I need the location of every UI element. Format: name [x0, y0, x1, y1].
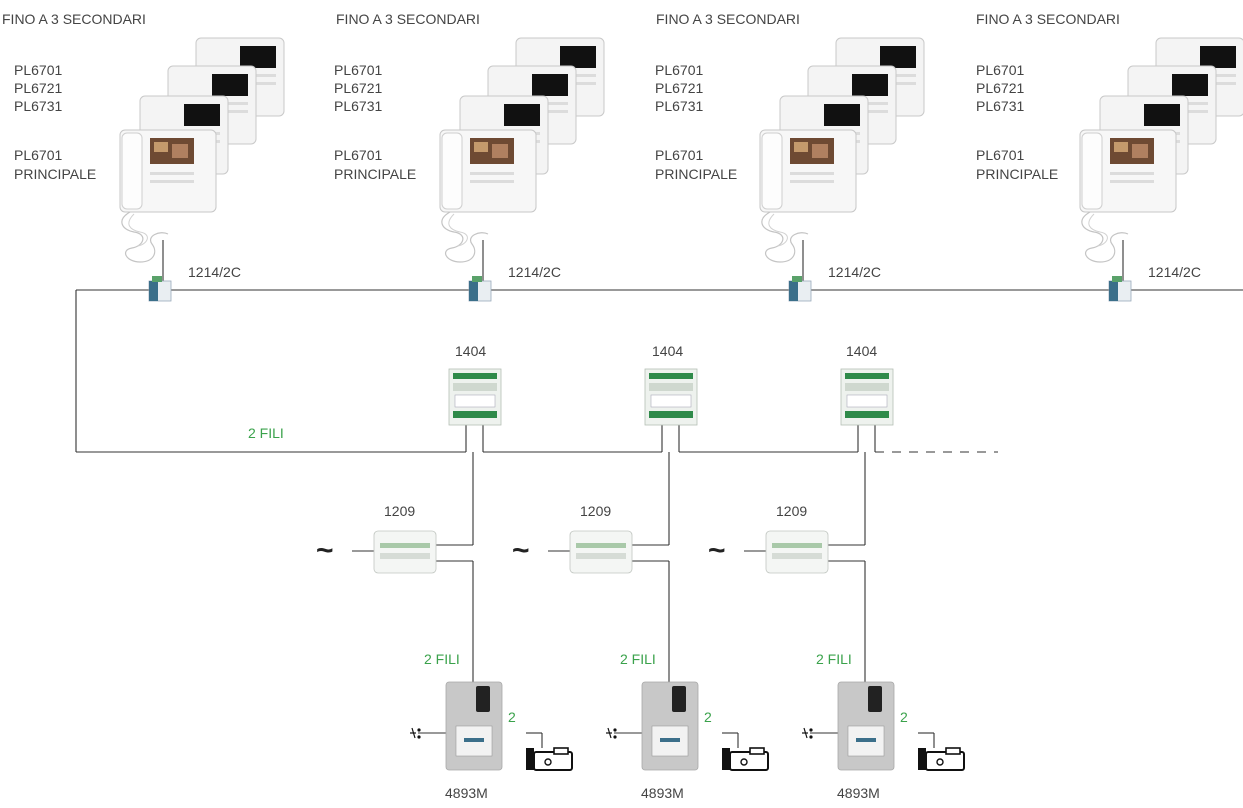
group-heading: FINO A 3 SECONDARI: [976, 11, 1120, 27]
panel-label: 4893M: [641, 785, 684, 801]
entrance-branch: 1404 1209 ~ 2 FILI 2 4893M: [316, 343, 573, 801]
main-role: PRINCIPALE: [976, 166, 1058, 182]
distributor-label: 1214/2C: [1148, 264, 1201, 280]
lock-wire-count: 2: [508, 709, 516, 725]
secondary-model: PL6731: [976, 98, 1024, 114]
panel-label: 4893M: [445, 785, 488, 801]
main-model: PL6701: [334, 147, 382, 163]
secondary-model: PL6721: [334, 80, 382, 96]
power-supply-icon: [765, 530, 829, 574]
secondary-model: PL6701: [334, 62, 382, 78]
entrance-panel-icon: [641, 681, 699, 771]
main-monitor-icon: [439, 129, 537, 263]
distributor-icon: [468, 275, 492, 302]
group-heading: FINO A 3 SECONDARI: [2, 11, 146, 27]
switcher-icon: [448, 368, 502, 426]
wiring: [75, 240, 1243, 748]
door-lock-icon: [525, 747, 573, 771]
distributor-icon: [788, 275, 812, 302]
mains-icon: ~: [512, 534, 530, 567]
main-model: PL6701: [14, 147, 62, 163]
distributor-label: 1214/2C: [508, 264, 561, 280]
monitor-group: FINO A 3 SECONDARI PL6701 PL6721 PL6731 …: [334, 11, 605, 302]
entrance-panel-icon: [837, 681, 895, 771]
entrance-panel-icon: [445, 681, 503, 771]
power-supply-label: 1209: [384, 503, 415, 519]
power-supply-label: 1209: [580, 503, 611, 519]
main-model: PL6701: [655, 147, 703, 163]
main-role: PRINCIPALE: [14, 166, 96, 182]
secondary-model: PL6721: [976, 80, 1024, 96]
riser-wiring-label: 2 FILI: [424, 651, 460, 667]
distributor-icon: [148, 275, 172, 302]
mains-icon: ~: [708, 534, 726, 567]
monitor-group: FINO A 3 SECONDARI PL6701 PL6721 PL6731 …: [655, 11, 925, 302]
monitor-group: FINO A 3 SECONDARI PL6701 PL6721 PL6731 …: [2, 11, 285, 302]
main-monitor-icon: [759, 129, 857, 263]
power-supply-label: 1209: [776, 503, 807, 519]
switcher-label: 1404: [455, 343, 486, 359]
riser-wiring-label: 2 FILI: [816, 651, 852, 667]
distributor-icon: [1108, 275, 1132, 302]
distributor-label: 1214/2C: [188, 264, 241, 280]
monitor-group: FINO A 3 SECONDARI PL6701 PL6721 PL6731 …: [976, 11, 1243, 302]
entrance-branch: 1404 1209 ~ 2 FILI 2 4893M: [512, 343, 769, 801]
riser-wiring-label: 2 FILI: [620, 651, 656, 667]
power-supply-icon: [569, 530, 633, 574]
secondary-model: PL6701: [655, 62, 703, 78]
panel-label: 4893M: [837, 785, 880, 801]
secondary-model: PL6731: [14, 98, 62, 114]
lock-wire-count: 2: [704, 709, 712, 725]
secondary-model: PL6701: [14, 62, 62, 78]
switcher-label: 1404: [652, 343, 683, 359]
switcher-label: 1404: [846, 343, 877, 359]
secondary-model: PL6731: [655, 98, 703, 114]
main-monitor-icon: [119, 129, 217, 263]
switcher-icon: [840, 368, 894, 426]
secondary-model: PL6731: [334, 98, 382, 114]
lock-wire-count: 2: [900, 709, 908, 725]
mains-icon: ~: [316, 534, 334, 567]
door-lock-icon: [721, 747, 769, 771]
distributor-label: 1214/2C: [828, 264, 881, 280]
secondary-model: PL6721: [655, 80, 703, 96]
power-supply-icon: [373, 530, 437, 574]
main-model: PL6701: [976, 147, 1024, 163]
door-lock-icon: [917, 747, 965, 771]
group-heading: FINO A 3 SECONDARI: [656, 11, 800, 27]
main-role: PRINCIPALE: [655, 166, 737, 182]
main-role: PRINCIPALE: [334, 166, 416, 182]
entrance-branch: 1404 1209 ~ 2 FILI 2 4893M: [708, 343, 965, 801]
secondary-model: PL6701: [976, 62, 1024, 78]
group-heading: FINO A 3 SECONDARI: [336, 11, 480, 27]
bus-wiring-label: 2 FILI: [248, 425, 284, 441]
switcher-icon: [644, 368, 698, 426]
secondary-model: PL6721: [14, 80, 62, 96]
main-monitor-icon: [1079, 129, 1177, 263]
